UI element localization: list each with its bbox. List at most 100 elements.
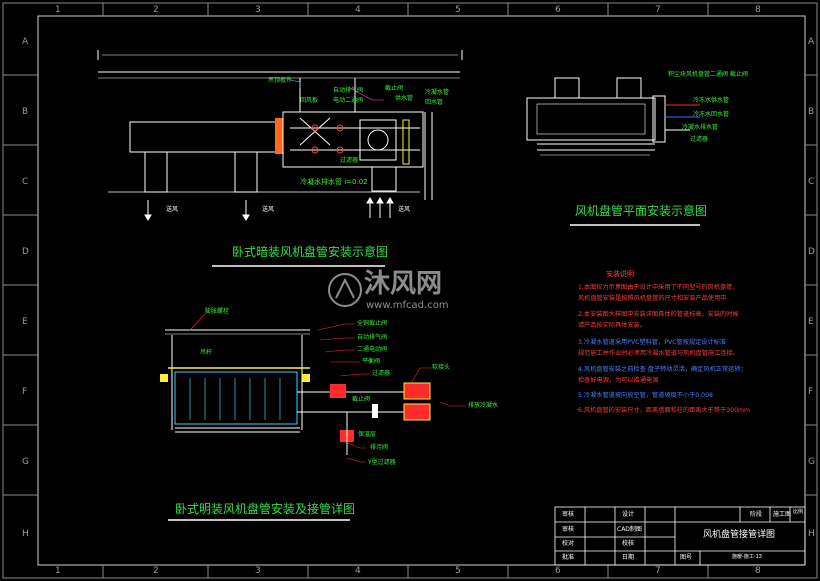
exp-label-copper-valve: 全铜截止阀 <box>357 320 388 327</box>
row-letter: A <box>808 37 815 47</box>
plan-fcu-drawing <box>526 77 700 226</box>
note-line: 1.本图仅为示意图由于设计中采用了不同型号的风机盘管， <box>578 284 739 291</box>
row-letter: D <box>22 247 29 257</box>
tb-cell: CAD制图 <box>617 526 642 533</box>
exp-label-balance-valve: 平衡阀 <box>362 358 381 365</box>
column-number: 4 <box>355 5 361 15</box>
note-line: 2.本安装图大样图中安装详图具体的管道标高，安装的时候 <box>578 311 739 318</box>
row-letter: F <box>808 387 814 397</box>
label-two-way-valve: 电动二通阀 <box>333 97 364 104</box>
plan-label-return: 冷冻水回水管 <box>693 111 730 118</box>
exp-label-electric-valve: 二通电动阀 <box>357 346 388 353</box>
tb-cell: 设计 <box>622 511 635 518</box>
label-air-vent: 自动排气阀 <box>333 87 364 94</box>
note-line: 风机盘管安装是按照风机盘管的尺寸和安装产品使用中 <box>578 295 727 302</box>
label-filter: 过滤器 <box>340 157 359 164</box>
exp-label-y-filter: Y型过滤器 <box>368 459 396 466</box>
exp-label-stop-valve: 截止阀 <box>352 396 371 403</box>
row-letter: E <box>22 317 28 327</box>
concealed-view-title: 卧式暗装风机盘管安装示意图 <box>232 245 389 259</box>
label-ceiling: 吊顶板件 <box>268 77 293 84</box>
row-letter: H <box>22 529 29 539</box>
exposed-view-title: 卧式明装风机盘管安装及接管详图 <box>175 502 356 516</box>
inner-border <box>37 15 806 566</box>
row-letter: C <box>808 177 815 187</box>
concealed-fcu-drawing <box>97 50 463 267</box>
tb-phase-label: 阶段 <box>750 511 763 518</box>
plan-label-filter: 过滤器 <box>690 136 709 143</box>
label-condensate-pipe: 冷凝水管 <box>425 89 450 96</box>
plan-label-valves: 积尘块风机盘管二通阀 截止阀 <box>668 71 748 78</box>
exposed-fcu-drawing <box>160 313 466 521</box>
exp-label-insulation: 保温层 <box>358 431 377 438</box>
plan-view-title: 风机盘管平面安装示意图 <box>575 204 708 218</box>
row-letter: E <box>808 317 814 327</box>
label-slope: 冷凝水排水管 i=0.02 <box>300 178 368 186</box>
note-line: 检查好电源，为可以接通电源 <box>578 377 659 384</box>
tb-cell: 日期 <box>622 554 635 561</box>
row-letter: F <box>22 387 28 397</box>
watermark-url: www.mfcad.com <box>366 300 449 311</box>
column-number: 2 <box>153 5 159 15</box>
row-letter: C <box>22 177 29 187</box>
tb-cell: 审核 <box>562 511 575 518</box>
note-line: 规范施工并作业时必须用冷凝水管道与风机盘管施工连接。 <box>578 350 739 357</box>
notes-heading: 安装说明 <box>606 270 634 278</box>
tb-sheet-label: 图号 <box>680 554 693 561</box>
column-number: 8 <box>755 566 761 576</box>
column-number: 3 <box>255 566 261 576</box>
tb-phase: 施工图 <box>773 511 792 518</box>
note-line: 请产品按实际具体安装。 <box>578 322 647 329</box>
label-stop-valve: 截止阀 <box>385 85 404 92</box>
note-line: 3.冷凝水管道采用PVC塑料管，PVC管按规定设计标准 <box>578 339 727 346</box>
column-number: 5 <box>455 5 461 15</box>
label-return-pipe: 回水管 <box>425 99 444 106</box>
tb-cell: 校核 <box>622 540 635 547</box>
grid-ticks <box>3 3 817 578</box>
column-number: 6 <box>555 566 561 576</box>
note-line: 5.冷凝水管道坡向放空管，管道坡度不小于0.008 <box>578 392 713 399</box>
column-number: 8 <box>755 5 761 15</box>
column-number: 1 <box>55 566 61 576</box>
title-block-lines <box>554 506 806 566</box>
row-letter: D <box>808 247 815 257</box>
label-air-right: 送风 <box>398 206 411 213</box>
exp-label-drain-valve: 排污阀 <box>370 444 389 451</box>
exp-label-filter: 过滤器 <box>372 370 391 377</box>
exp-label-rod: 吊杆 <box>200 349 213 356</box>
exp-label-condensate: 排放冷凝水 <box>468 402 499 409</box>
label-return-panel: 回风板 <box>300 97 319 104</box>
tb-drawing-no: 施暖-施工-13 <box>732 554 762 560</box>
row-letter: H <box>808 529 815 539</box>
column-number: 5 <box>455 566 461 576</box>
row-letter: G <box>808 457 815 467</box>
column-number: 7 <box>655 566 661 576</box>
label-air-mid: 送风 <box>262 206 275 213</box>
row-letter: G <box>22 457 29 467</box>
note-line: 6.风机盘管的安装尺寸，距离墙面和柱的距离大于等于300mm <box>578 407 751 414</box>
tb-scale: 比例 <box>793 509 804 515</box>
row-letter: B <box>22 107 29 117</box>
label-supply-pipe: 供水管 <box>395 95 414 102</box>
column-number: 3 <box>255 5 261 15</box>
tb-cell: 批准 <box>562 554 575 561</box>
column-number: 4 <box>355 566 361 576</box>
row-letter: A <box>22 37 29 47</box>
label-air-left: 送风 <box>166 206 179 213</box>
column-number: 7 <box>655 5 661 15</box>
exp-label-flex-joint: 软接头 <box>432 364 451 371</box>
row-letter: B <box>808 107 815 117</box>
plan-label-supply: 冷冻水供水管 <box>693 97 730 104</box>
column-number: 1 <box>55 5 61 15</box>
watermark-logo-icon <box>328 273 362 307</box>
plan-label-drain: 冷凝水排水管 <box>682 124 719 131</box>
tb-cell: 审核 <box>562 526 575 533</box>
watermark-brand: 沐风网 <box>364 269 443 299</box>
note-line: 4.风机盘管安装之前检查 盘子转动灵活，确定风机正常运转； <box>578 366 747 373</box>
tb-cell: 校对 <box>562 540 575 547</box>
column-number: 6 <box>555 5 561 15</box>
column-number: 2 <box>153 566 159 576</box>
